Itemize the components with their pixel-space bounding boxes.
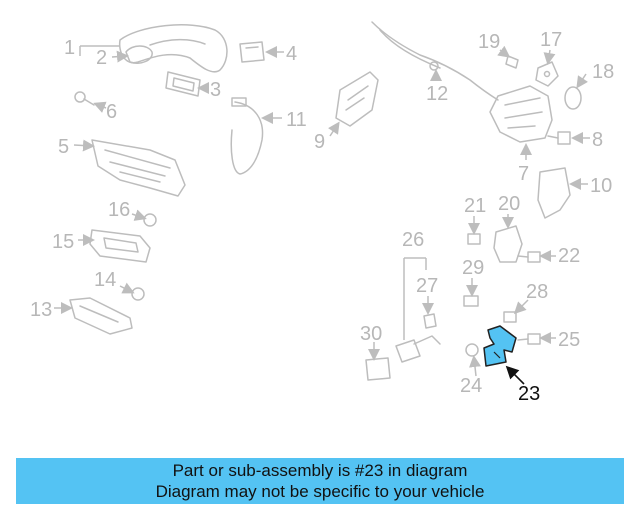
callout-22: 22 bbox=[558, 245, 580, 267]
part-10-bracket bbox=[537, 167, 571, 219]
callout-4: 4 bbox=[286, 43, 297, 65]
callout-19: 19 bbox=[478, 31, 500, 53]
callout-14: 14 bbox=[94, 269, 116, 291]
part-17-plate bbox=[535, 61, 559, 87]
callout-25: 25 bbox=[558, 329, 580, 351]
callout-30: 30 bbox=[360, 323, 382, 345]
callout-1: 1 bbox=[64, 37, 75, 59]
callout-9: 9 bbox=[314, 131, 325, 153]
part-1-outside-handle bbox=[118, 24, 228, 73]
callout-11: 11 bbox=[286, 109, 307, 131]
callout-18: 18 bbox=[592, 61, 614, 83]
part-23-highlighted-bracket bbox=[483, 325, 517, 367]
callout-3: 3 bbox=[210, 79, 221, 101]
callout-8: 8 bbox=[592, 129, 603, 151]
callout-13: 13 bbox=[30, 299, 52, 321]
callout-6: 6 bbox=[106, 101, 117, 123]
callout-21: 21 bbox=[464, 195, 486, 217]
callout-27: 27 bbox=[416, 275, 438, 297]
callout-2: 2 bbox=[96, 47, 107, 69]
part-18-cover bbox=[564, 86, 582, 110]
callout-16: 16 bbox=[108, 199, 130, 221]
part-22-bolt bbox=[517, 251, 541, 263]
part-15-inside-handle bbox=[89, 229, 151, 263]
leader-lines bbox=[54, 45, 590, 385]
part-26-lock-module bbox=[395, 335, 441, 363]
part-3-handle-insert bbox=[165, 71, 201, 97]
callout-29: 29 bbox=[462, 257, 484, 279]
part-6-screw bbox=[74, 91, 95, 106]
part-24-nut bbox=[465, 343, 479, 357]
part-7-door-latch bbox=[489, 85, 553, 143]
part-20-bracket bbox=[493, 225, 523, 263]
callout-15: 15 bbox=[52, 231, 74, 253]
part-27-clip bbox=[423, 313, 437, 329]
part-28-bolt bbox=[503, 311, 517, 323]
callout-20: 20 bbox=[498, 193, 520, 215]
callout-26: 26 bbox=[402, 229, 424, 251]
parts-diagram: 1 2 3 4 5 6 7 8 9 10 11 12 13 14 15 16 1… bbox=[30, 21, 614, 405]
callout-12: 12 bbox=[426, 83, 448, 105]
part-9-bracket bbox=[335, 71, 379, 127]
info-banner: Part or sub-assembly is #23 in diagram D… bbox=[16, 458, 624, 504]
callout-7: 7 bbox=[518, 163, 529, 185]
part-16-screw bbox=[143, 213, 157, 227]
callout-23: 23 bbox=[518, 383, 540, 405]
part-11-cable bbox=[230, 97, 264, 175]
callout-24: 24 bbox=[460, 375, 482, 397]
callout-28: 28 bbox=[526, 281, 548, 303]
callout-numbers: 1 2 3 4 5 6 7 8 9 10 11 12 13 14 15 16 1… bbox=[30, 29, 614, 405]
part-26-group-bracket bbox=[403, 257, 427, 340]
part-29-bolt bbox=[463, 295, 479, 307]
callout-17: 17 bbox=[540, 29, 562, 51]
part-25-bolt bbox=[517, 333, 541, 345]
part-8-bolt bbox=[547, 131, 571, 145]
part-5-handle-carrier bbox=[91, 139, 186, 197]
callout-10: 10 bbox=[590, 175, 612, 197]
part-19-bolt bbox=[505, 55, 519, 69]
banner-line-1: Part or sub-assembly is #23 in diagram bbox=[172, 461, 468, 480]
banner-line-2: Diagram may not be specific to your vehi… bbox=[155, 482, 485, 501]
part-14-screw bbox=[131, 287, 145, 301]
part-2-handle-bezel bbox=[125, 45, 153, 64]
part-4-clip bbox=[239, 41, 265, 63]
part-13-inner-trim bbox=[69, 297, 133, 335]
part-30-sensor bbox=[365, 357, 391, 381]
part-21-bolt bbox=[467, 233, 481, 245]
callout-5: 5 bbox=[58, 136, 69, 158]
